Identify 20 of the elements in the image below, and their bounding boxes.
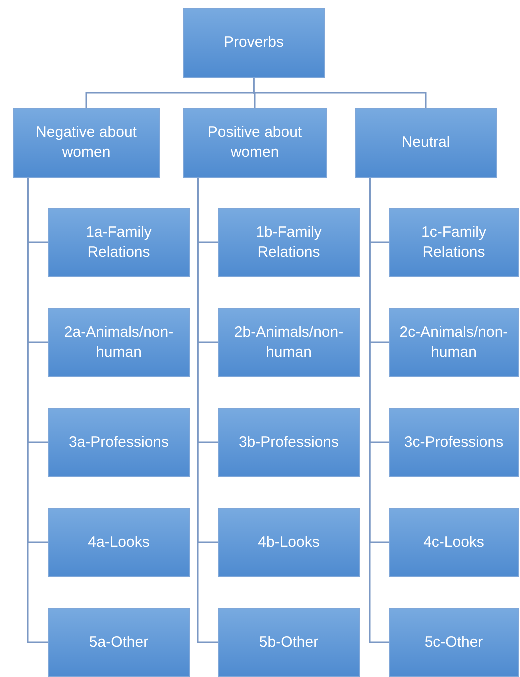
category-box: 5c-Other (389, 608, 519, 677)
category-box: 3c-Professions (389, 408, 519, 477)
category-box: Neutral (355, 108, 497, 178)
category-box: 5a-Other (48, 608, 190, 677)
category-box: 1c-Family Relations (389, 208, 519, 277)
category-box: 1a-Family Relations (48, 208, 190, 277)
category-box: 2b-Animals/non-human (218, 308, 360, 377)
category-box: 2c-Animals/non-human (389, 308, 519, 377)
category-box: 2a-Animals/non-human (48, 308, 190, 377)
connector-line (253, 78, 427, 108)
category-box: 3b-Professions (218, 408, 360, 477)
category-box: Proverbs (183, 8, 325, 78)
category-box: 1b-Family Relations (218, 208, 360, 277)
category-box: 4a-Looks (48, 508, 190, 577)
category-box: 4b-Looks (218, 508, 360, 577)
category-box: Positive about women (183, 108, 327, 178)
category-box: Negative about women (13, 108, 160, 178)
category-box: 3a-Professions (48, 408, 190, 477)
category-box: 4c-Looks (389, 508, 519, 577)
category-box: 5b-Other (218, 608, 360, 677)
